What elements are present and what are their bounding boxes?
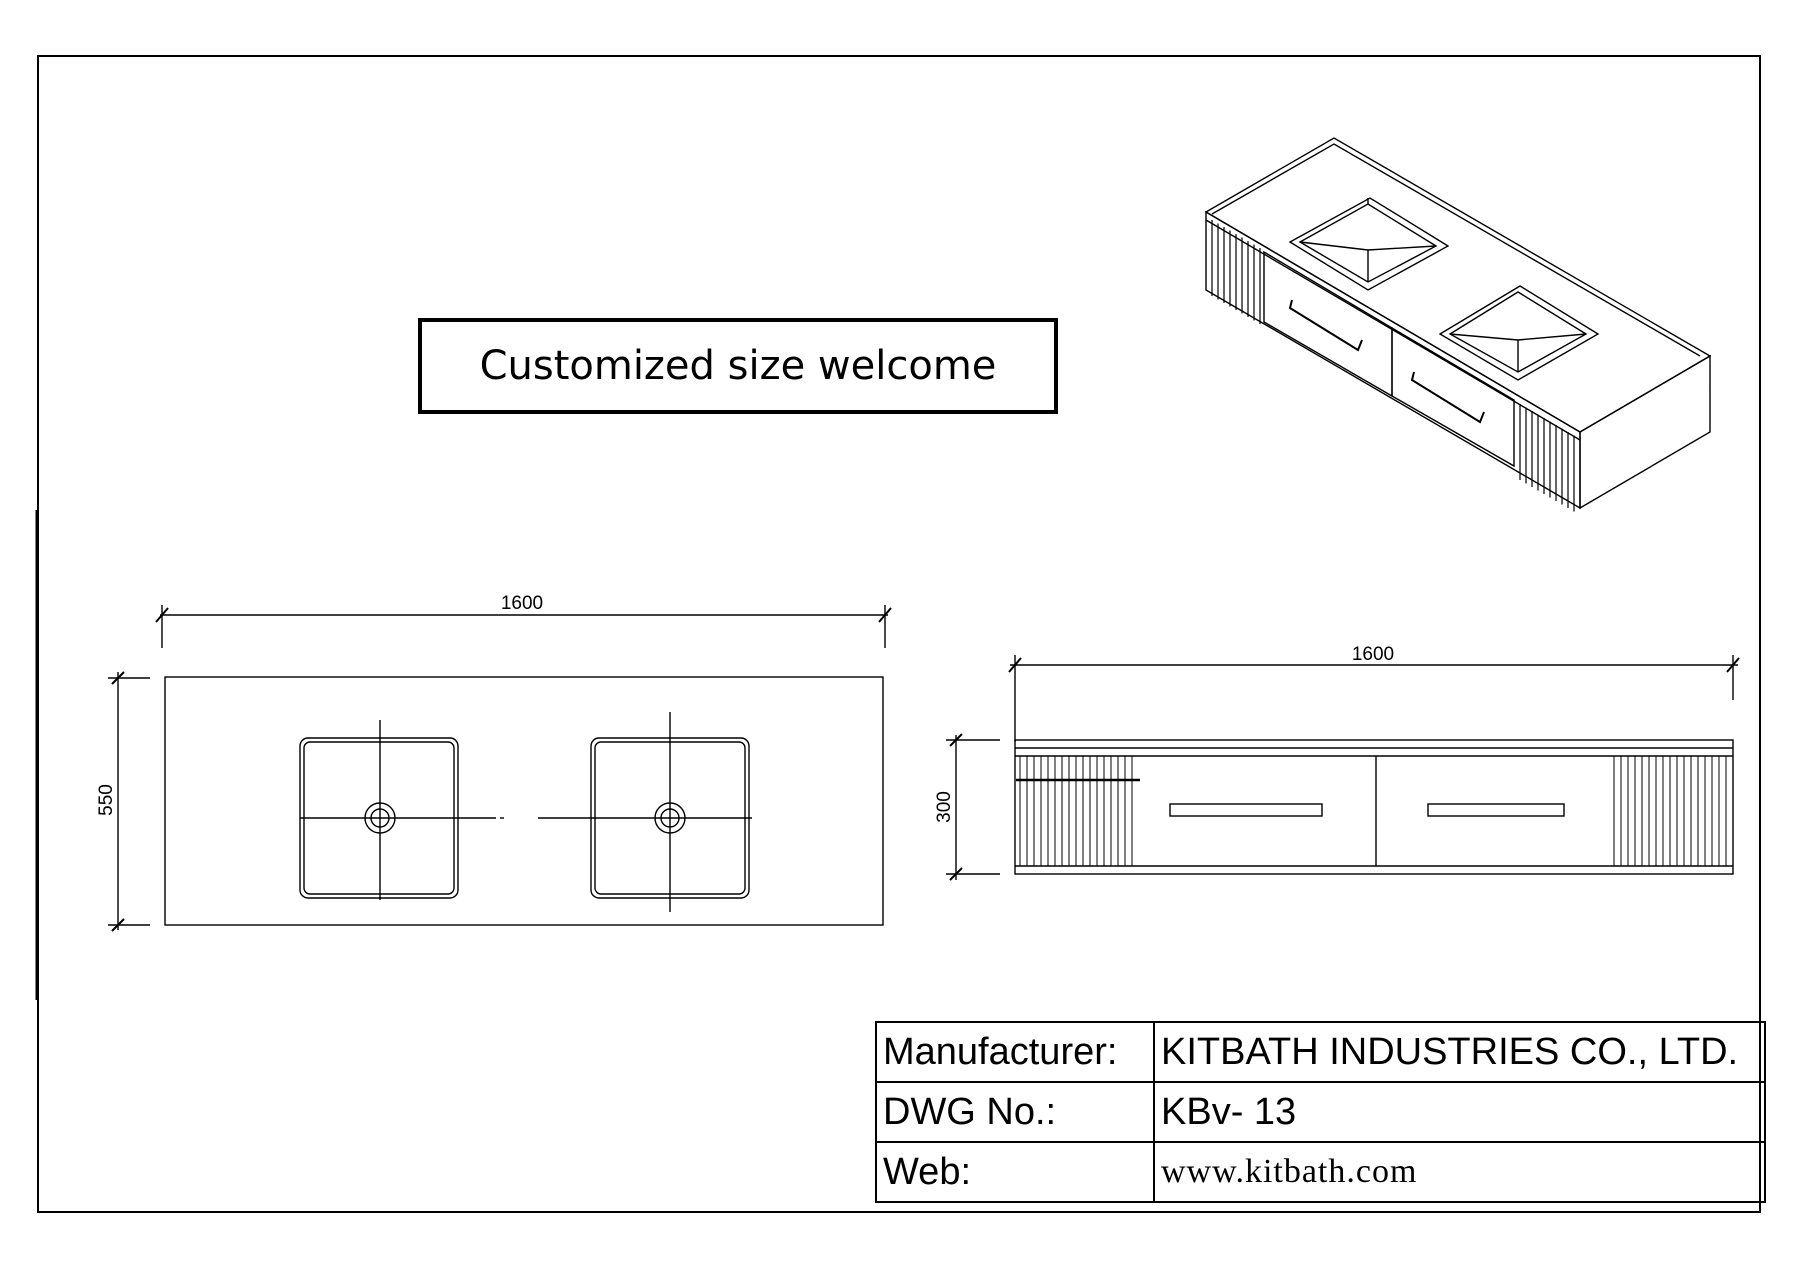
plan-depth-label: 550 [96,784,117,816]
iso-drawer-left [1263,250,1393,398]
plan-width-label: 1600 [501,593,543,614]
plan-view [108,605,892,932]
web-value: www.kitbath.com [1153,1141,1766,1203]
customized-size-banner: Customized size welcome [418,318,1058,414]
front-outline [1014,739,1734,875]
isometric-view [1204,137,1712,512]
iso-drawer-right [1391,326,1515,468]
banner-text: Customized size welcome [479,343,997,389]
iso-basin-left [1288,197,1450,291]
title-block-row-web: Web: www.kitbath.com [875,1141,1766,1203]
iso-handle-left [1288,299,1363,352]
front-view [946,655,1740,881]
front-height-label: 300 [934,791,955,823]
title-block-row-manufacturer: Manufacturer: KITBATH INDUSTRIES CO., LT… [875,1021,1766,1083]
manufacturer-label: Manufacturer: [875,1021,1155,1083]
plan-basin-right [538,712,752,912]
title-block-row-dwg: DWG No.: KBv- 13 [875,1081,1766,1143]
iso-top-face [1204,137,1712,433]
manufacturer-value: KITBATH INDUSTRIES CO., LTD. [1153,1021,1766,1083]
iso-side-face [1579,354,1711,510]
plan-outline [164,676,884,926]
dwg-no-value: KBv- 13 [1153,1081,1766,1143]
front-handle-right [1427,803,1565,817]
front-slats-right [1613,756,1727,866]
iso-slats-left [1211,220,1261,324]
front-slats-left [1019,756,1133,866]
front-width-label: 1600 [1352,644,1394,665]
dwg-no-label: DWG No.: [875,1081,1155,1143]
web-label: Web: [875,1141,1155,1203]
iso-front-face [1205,210,1581,510]
front-handle-left [1169,803,1323,817]
iso-slats-right [1519,404,1575,512]
title-block: Manufacturer: KITBATH INDUSTRIES CO., LT… [875,1021,1766,1203]
iso-handle-right [1410,371,1485,424]
plan-basin-left [299,720,496,900]
iso-basin-right [1438,285,1600,381]
